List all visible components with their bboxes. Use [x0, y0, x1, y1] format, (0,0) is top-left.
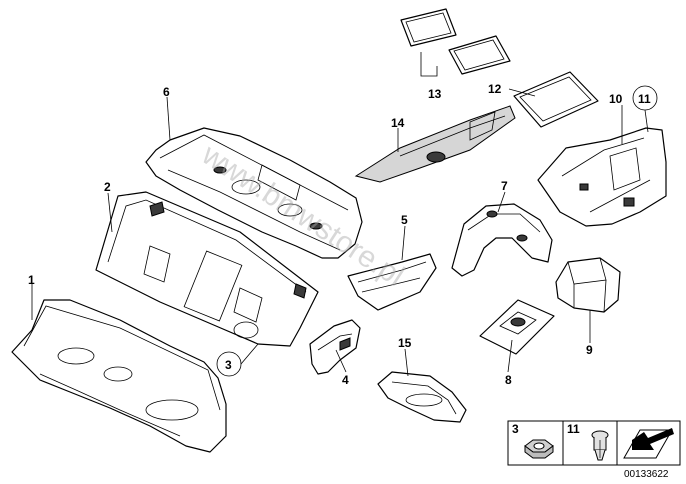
- part-4-bracket: [309, 319, 361, 375]
- callout-7: 7: [501, 179, 508, 193]
- part-15-curved-tray: [377, 371, 467, 423]
- part-13-mats: [400, 8, 511, 75]
- callout-12: 12: [488, 82, 502, 96]
- part-5-tray: [347, 253, 437, 311]
- part-10-trunk-side: [537, 127, 667, 227]
- callout-3: 3: [225, 358, 232, 372]
- callout-1: 1: [28, 273, 35, 287]
- legend-item-11-label: 11: [567, 422, 580, 436]
- nut-icon: [524, 439, 554, 459]
- drawing-number: 00133622: [624, 469, 669, 480]
- callout-9: 9: [586, 343, 593, 357]
- callout-11: 11: [638, 92, 651, 106]
- callout-5: 5: [401, 213, 408, 227]
- part-1-floor-insulation: [11, 299, 227, 453]
- part-12-mat: [513, 71, 599, 128]
- part-6-parcel-shelf: [145, 127, 363, 259]
- callouts: 1 2 3 4 5 6 7 8 9 10 11 12 13 14 15: [28, 82, 658, 387]
- part-7-wheel-arch: [451, 203, 553, 277]
- callout-15: 15: [398, 336, 412, 350]
- part-8-plate: [479, 299, 555, 355]
- callout-4: 4: [342, 373, 349, 387]
- callout-14: 14: [391, 116, 405, 130]
- callout-3-circle: [216, 351, 242, 377]
- mat-arrow-icon: [623, 428, 674, 459]
- callout-13: 13: [428, 87, 442, 101]
- part-14-strip: [354, 105, 516, 183]
- legend-item-3-label: 3: [512, 422, 519, 436]
- leader-lines: [31, 52, 649, 377]
- callout-6: 6: [163, 85, 170, 99]
- part-9-block: [555, 257, 621, 313]
- callout-10: 10: [609, 92, 623, 106]
- callout-8: 8: [505, 373, 512, 387]
- clip-icon: [591, 430, 609, 461]
- callout-11-circle: [632, 85, 658, 111]
- part-2-rear-panel: [95, 191, 319, 347]
- callout-2: 2: [104, 180, 111, 194]
- legend-box: 3 11: [507, 420, 681, 466]
